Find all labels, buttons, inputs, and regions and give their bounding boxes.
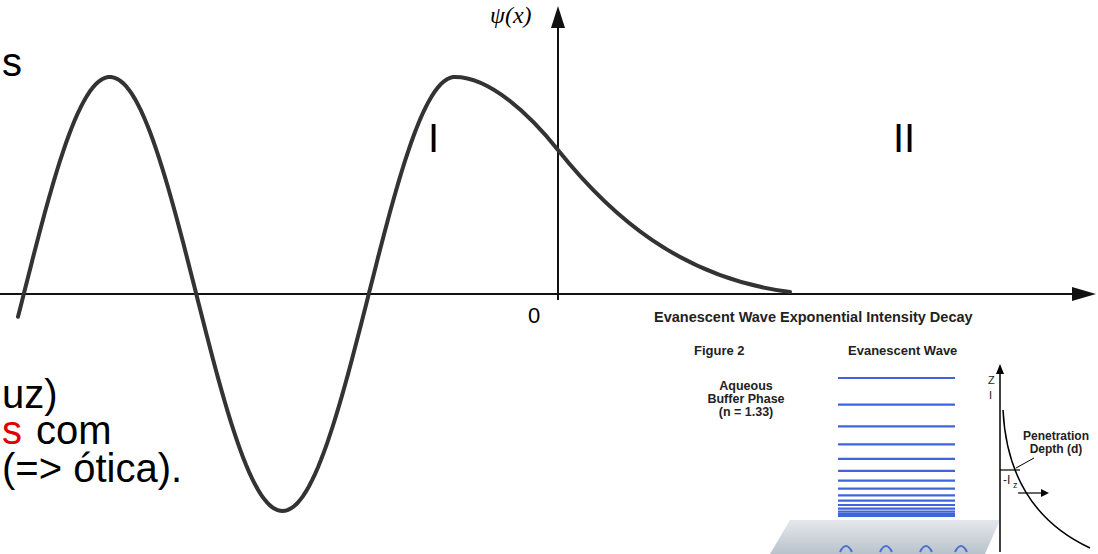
y-axis <box>557 24 559 300</box>
slide-text: com <box>36 408 112 452</box>
x-axis <box>0 293 1080 295</box>
band-line <box>838 511 955 513</box>
band-line <box>838 515 955 517</box>
x-axis-head <box>1072 287 1096 301</box>
band-line <box>838 513 955 515</box>
band-line <box>838 470 955 472</box>
figure-label: Figure 2 <box>694 344 745 358</box>
band-line <box>838 443 955 445</box>
y-axis-head <box>551 6 565 28</box>
band-line <box>838 508 955 510</box>
wave-marks <box>840 546 967 552</box>
band-line <box>838 425 955 427</box>
inset-title: Evanescent Wave Exponential Intensity De… <box>654 310 973 326</box>
slide-text: (=> ótica). <box>2 446 182 490</box>
depth-tick <box>1000 469 1020 470</box>
band-line <box>838 404 955 406</box>
intensity-arrow <box>1018 492 1044 493</box>
depth-label: Penetration Depth (d) <box>1020 430 1092 455</box>
evanescent-bands <box>838 378 955 516</box>
region-label: II <box>893 116 915 160</box>
axis-subscript: z <box>1013 481 1018 491</box>
wavefunction-curve <box>18 77 790 511</box>
region-label: I <box>428 116 439 160</box>
inset-label: Evanescent Wave <box>848 344 957 358</box>
axis-label: -I <box>1003 474 1010 487</box>
graph-z-head <box>996 364 1004 374</box>
depth-leader <box>1016 458 1034 468</box>
glass-slab <box>770 520 1000 554</box>
origin-label: 0 <box>528 304 540 328</box>
slide-text-highlight: s <box>2 408 22 452</box>
graph-z-axis <box>999 372 1001 552</box>
intensity-head <box>1041 489 1049 497</box>
band-line <box>838 488 955 490</box>
band-line <box>838 494 955 496</box>
axis-label: I <box>989 389 992 401</box>
band-line <box>838 458 955 460</box>
band-line <box>838 504 955 506</box>
axis-label: Z <box>988 374 995 386</box>
medium-label: Aqueous Buffer Phase (n = 1.33) <box>700 380 792 419</box>
axis-label: ψ(x) <box>490 2 532 28</box>
slide-text: s <box>2 40 22 84</box>
band-line <box>838 500 955 502</box>
band-line <box>838 480 955 482</box>
band-line <box>838 377 955 379</box>
